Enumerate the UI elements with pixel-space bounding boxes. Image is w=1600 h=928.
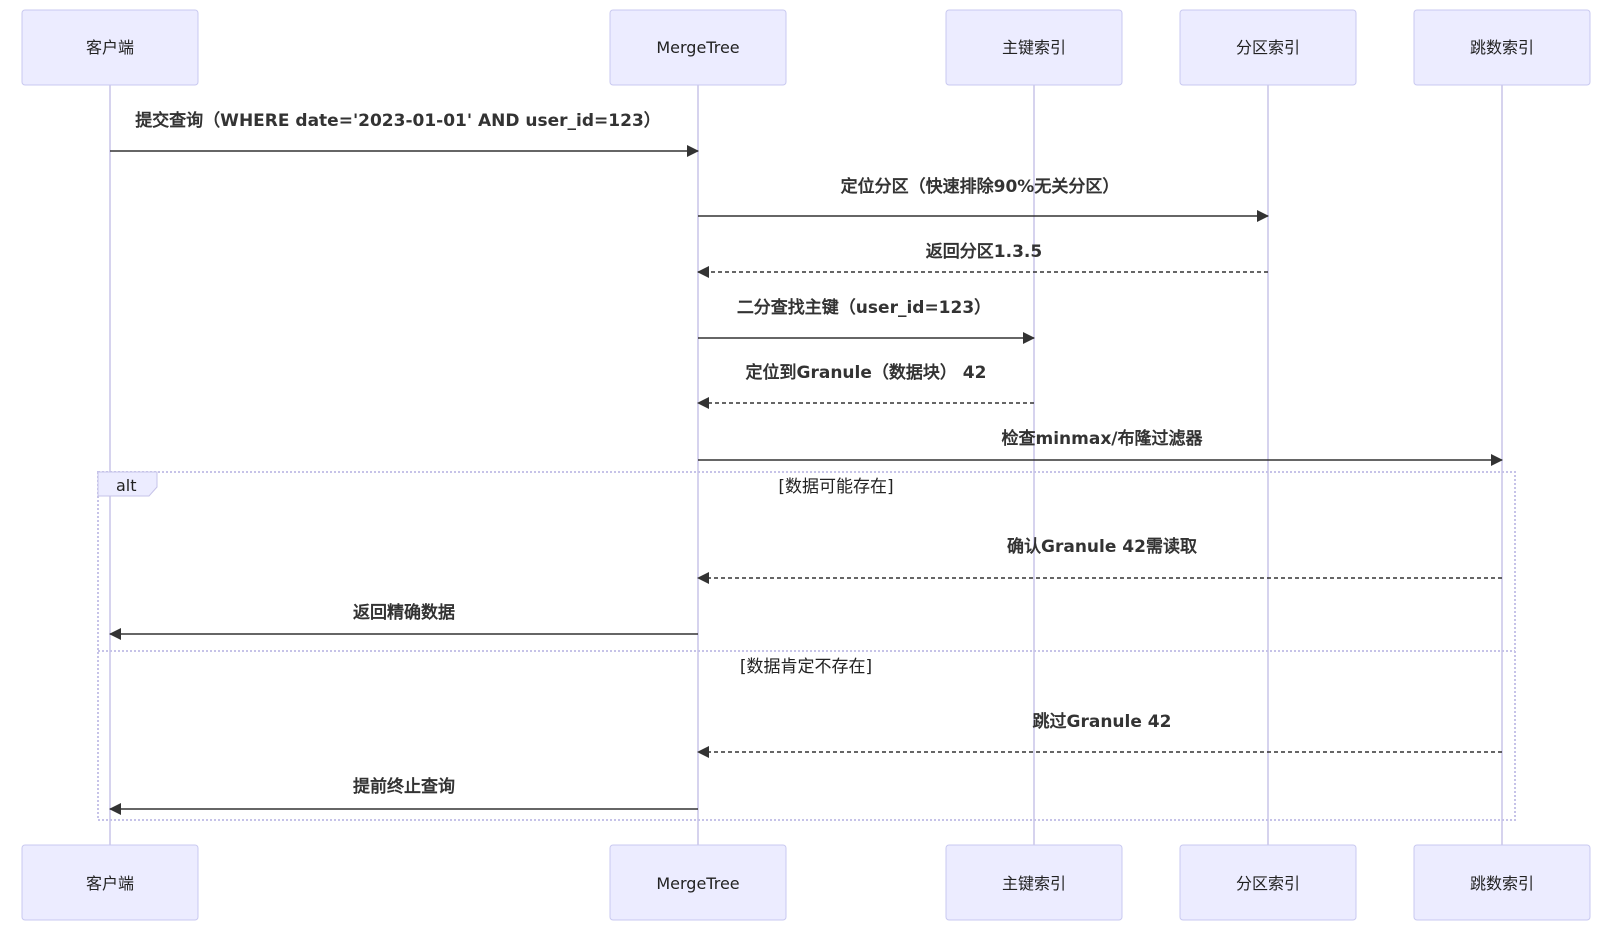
- alt-condition-1: [数据可能存在]: [778, 477, 893, 497]
- message-label: 提交查询（WHERE date='2023-01-01' AND user_id…: [135, 110, 661, 131]
- actor-partition-index-bottom: 分区索引: [1179, 844, 1357, 921]
- actor-label: 分区索引: [1236, 38, 1300, 57]
- alt-frame: alt [数据可能存在] [数据肯定不存在]: [97, 471, 1516, 821]
- actor-skip-index-top: 跳数索引: [1413, 9, 1591, 86]
- message-label: 定位到Granule（数据块） 42: [746, 362, 987, 383]
- actor-client-top: 客户端: [21, 9, 199, 86]
- actor-mergetree-bottom: MergeTree: [609, 844, 787, 921]
- actor-label: MergeTree: [656, 38, 739, 57]
- message-label: 返回分区1.3.5: [926, 242, 1042, 262]
- lifelines: [109, 85, 1503, 845]
- message-label: 提前终止查询: [353, 776, 455, 797]
- actor-mergetree-top: MergeTree: [609, 9, 787, 86]
- actor-label: 分区索引: [1236, 874, 1300, 893]
- actor-skip-index-bottom: 跳数索引: [1413, 844, 1591, 921]
- alt-type-label: alt: [116, 476, 137, 495]
- actor-label: MergeTree: [656, 874, 739, 893]
- message-label: 跳过Granule 42: [1033, 711, 1172, 732]
- message-label: 二分查找主键（user_id=123）: [737, 297, 991, 318]
- message-label: 返回精确数据: [353, 602, 455, 623]
- actor-label: 客户端: [86, 38, 134, 57]
- actor-label: 跳数索引: [1470, 874, 1534, 893]
- actors-top: 客户端 MergeTree 主键索引 分区索引 跳数索引: [21, 9, 1591, 86]
- actor-primary-index-bottom: 主键索引: [945, 844, 1123, 921]
- actor-primary-index-top: 主键索引: [945, 9, 1123, 86]
- alt-frame-border: [97, 471, 1516, 821]
- actor-label: 跳数索引: [1470, 38, 1534, 57]
- actor-label: 主键索引: [1002, 874, 1066, 893]
- alt-tab: [97, 471, 158, 497]
- actors-bottom: 客户端 MergeTree 主键索引 分区索引 跳数索引: [21, 844, 1591, 921]
- alt-condition-2: [数据肯定不存在]: [740, 657, 872, 677]
- message-label: 检查minmax/布隆过滤器: [1001, 428, 1203, 449]
- actor-label: 客户端: [86, 874, 134, 893]
- messages: 提交查询（WHERE date='2023-01-01' AND user_id…: [109, 110, 1503, 815]
- message-label: 定位分区（快速排除90%无关分区）: [841, 176, 1120, 197]
- message-label: 确认Granule 42需读取: [1007, 536, 1197, 557]
- actor-label: 主键索引: [1002, 38, 1066, 57]
- actor-partition-index-top: 分区索引: [1179, 9, 1357, 86]
- actor-client-bottom: 客户端: [21, 844, 199, 921]
